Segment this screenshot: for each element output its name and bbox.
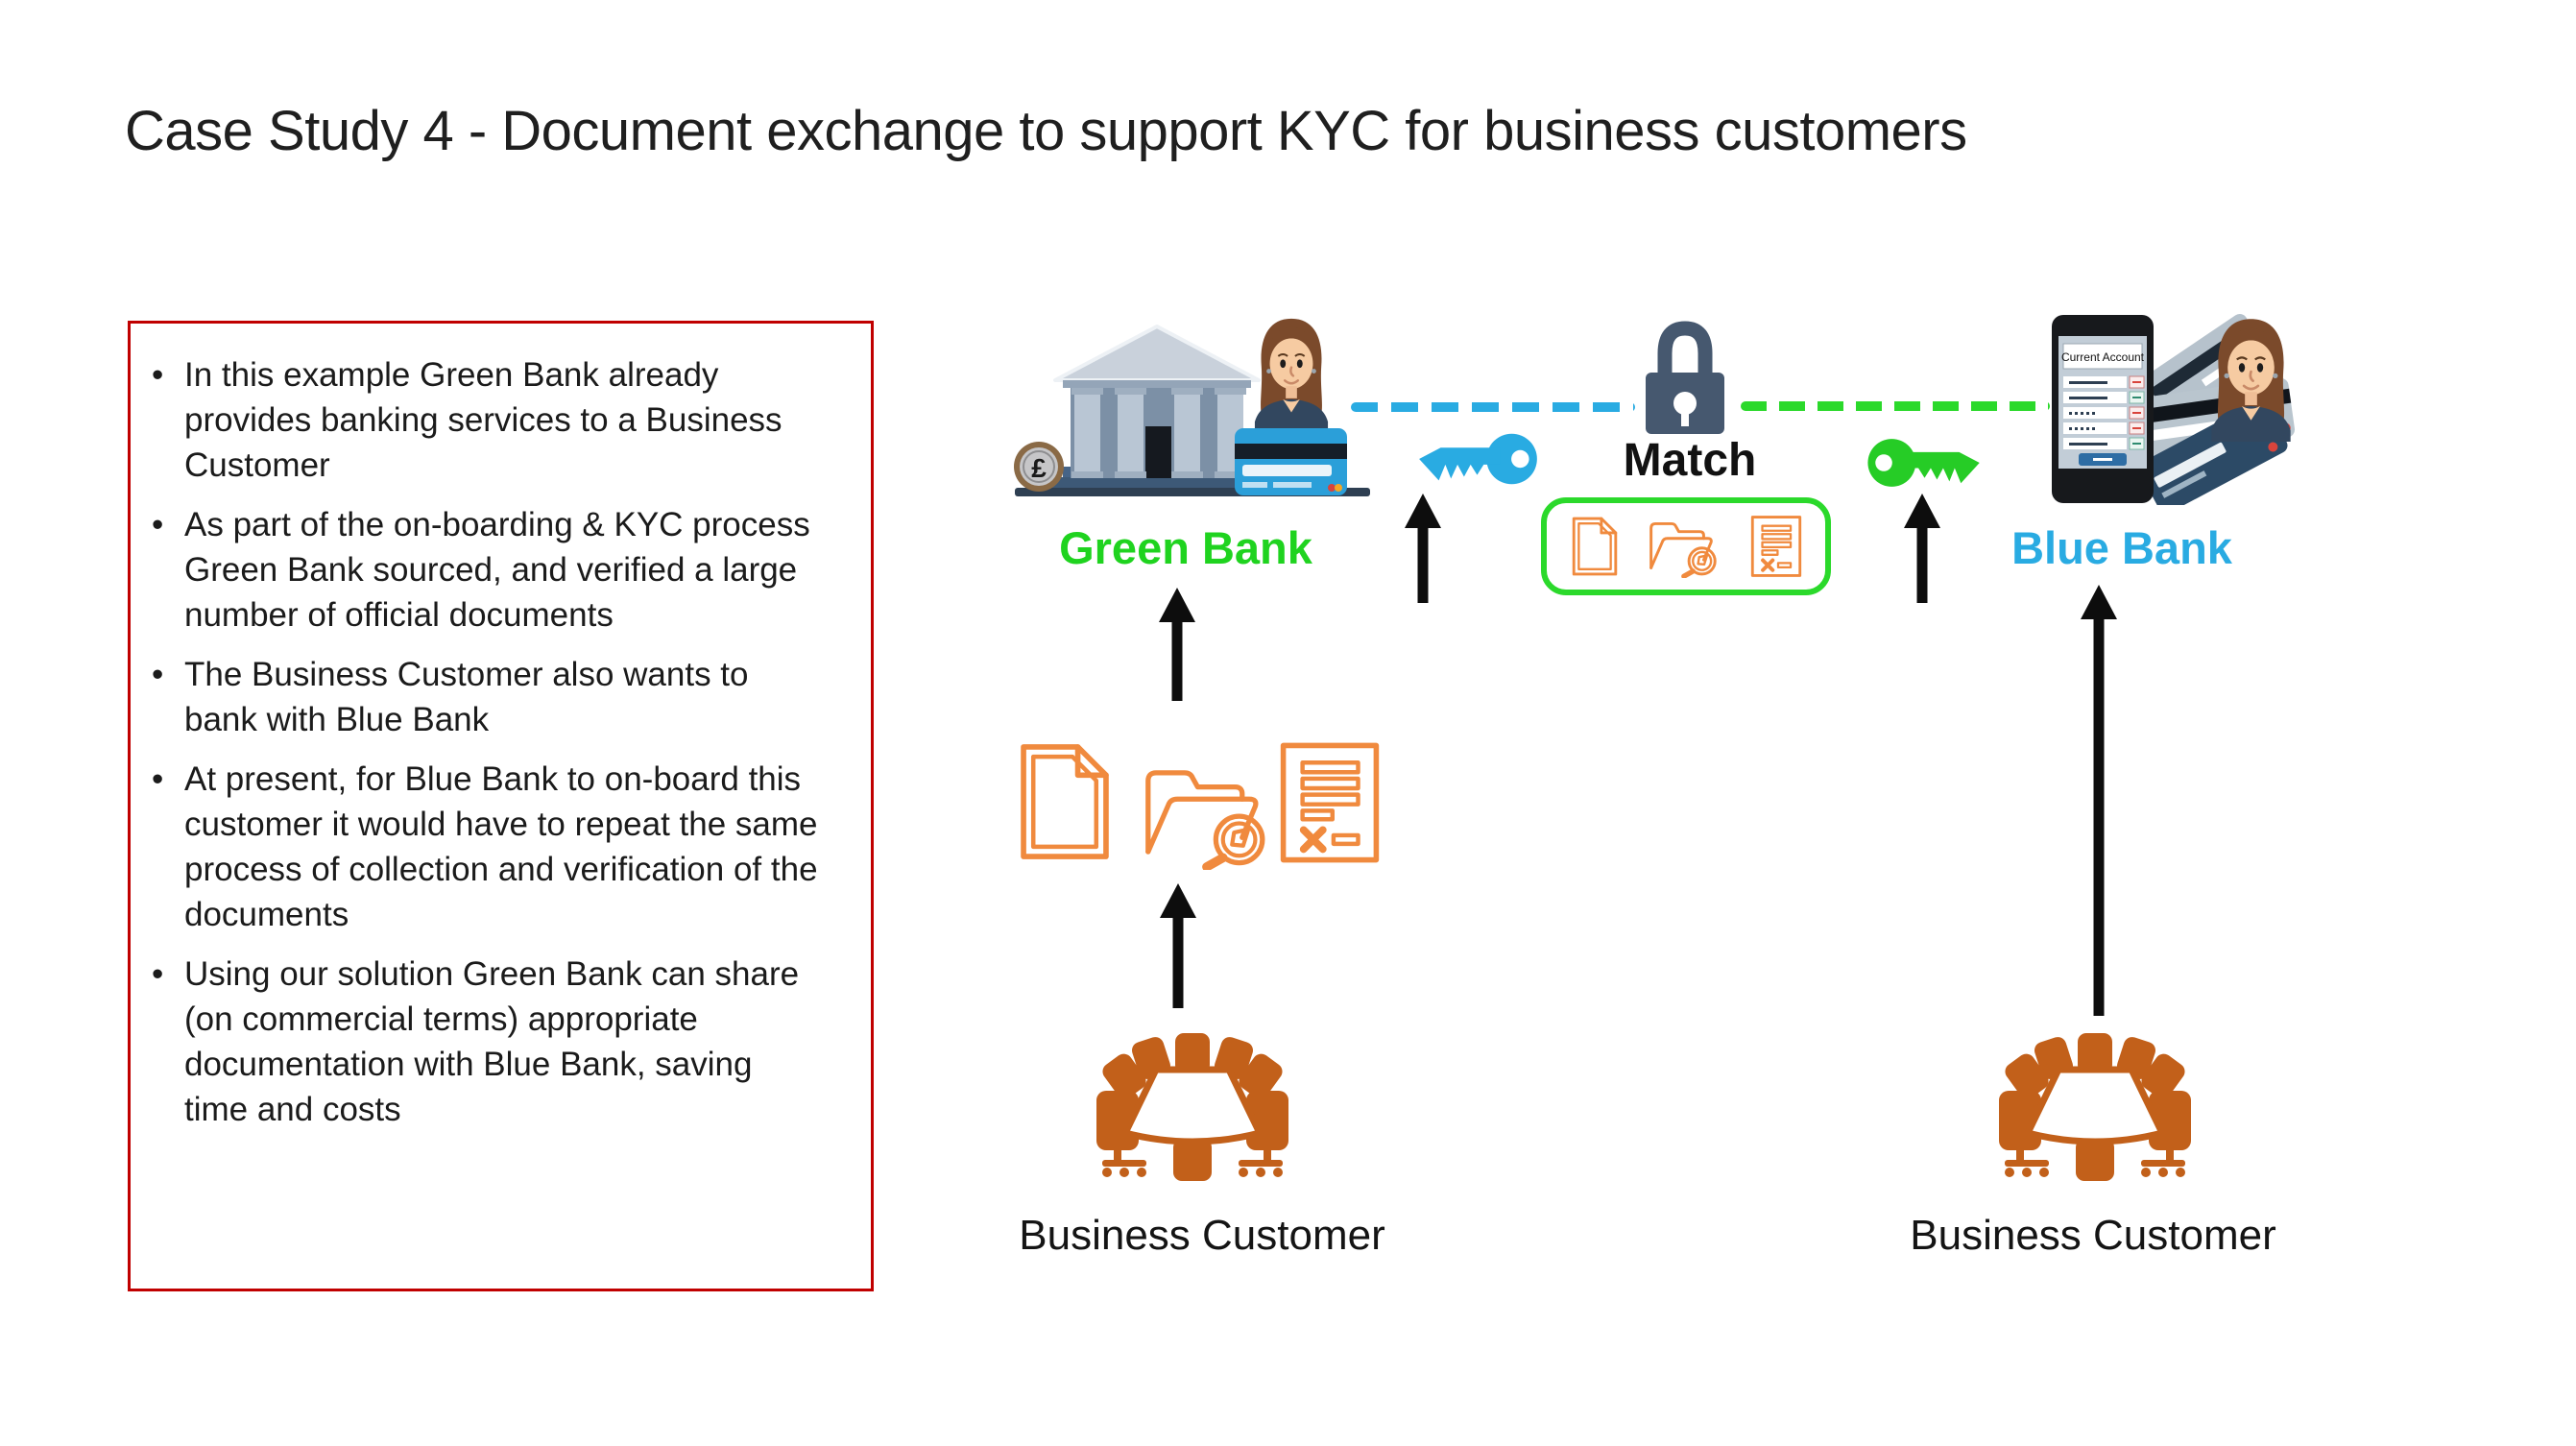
blue-bank-group-icon: Current Account: [2052, 314, 2296, 505]
up-arrow-icon: [1160, 883, 1196, 1008]
green-bank-label: Green Bank: [1059, 522, 1312, 573]
pound-symbol: £: [1031, 453, 1047, 483]
business-customer-left-label: Business Customer: [1019, 1212, 1385, 1259]
notes-bullet: At present, for Blue Bank to on-board th…: [142, 757, 825, 937]
folder-search-icon: [1138, 757, 1280, 870]
notes-bullet: As part of the on-boarding & KYC process…: [142, 502, 825, 638]
page-title: Case Study 4 - Document exchange to supp…: [125, 100, 1967, 162]
document-icon: [1570, 515, 1620, 578]
woman-avatar-icon: [1253, 317, 1330, 432]
phone-screen-title: Current Account: [2061, 350, 2145, 364]
credit-card-icon: [1235, 428, 1347, 495]
up-arrow-icon: [1159, 588, 1195, 701]
notes-bullet: The Business Customer also wants to bank…: [142, 652, 825, 742]
certificate-icon: [1750, 515, 1802, 578]
boardroom-table-icon: [1999, 1031, 2191, 1185]
green-key-icon: [1864, 428, 1986, 497]
business-customer-right-label: Business Customer: [1910, 1212, 2276, 1259]
account-rows: [2063, 375, 2145, 450]
folder-search-icon: [1645, 515, 1725, 578]
certificate-icon: [1279, 741, 1381, 864]
match-docs-box: [1541, 497, 1831, 595]
boardroom-table-icon: [1096, 1031, 1288, 1185]
up-arrow-icon: [2081, 585, 2117, 1016]
up-arrow-icon: [1405, 494, 1441, 603]
green-bank-group-icon: £: [1014, 317, 1370, 496]
padlock-icon: [1646, 321, 1724, 434]
notes-bullet: Using our solution Green Bank can share …: [142, 952, 825, 1132]
match-label: Match: [1623, 435, 1757, 486]
notes-box: In this example Green Bank already provi…: [128, 321, 874, 1291]
blue-key-icon: [1416, 422, 1538, 495]
woman-avatar-icon: [2210, 317, 2292, 442]
dashed-connector-blue: [1351, 402, 1635, 412]
smartphone-icon: Current Account: [2052, 315, 2154, 503]
up-arrow-icon: [1904, 494, 1940, 603]
blue-bank-label: Blue Bank: [2011, 522, 2232, 573]
document-icon: [1016, 739, 1114, 864]
pound-coin-icon: £: [1014, 442, 1064, 492]
notes-bullet-list: In this example Green Bank already provi…: [131, 324, 871, 1132]
dashed-connector-green: [1741, 401, 2050, 411]
notes-bullet: In this example Green Bank already provi…: [142, 352, 825, 488]
